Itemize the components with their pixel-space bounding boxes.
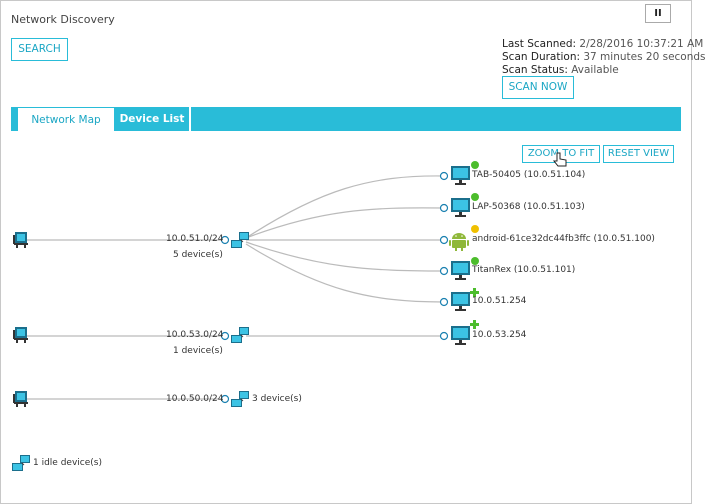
subnet-node-icon[interactable] (230, 390, 250, 408)
subnet-node-icon[interactable] (230, 326, 250, 344)
subnet-expand-toggle[interactable] (220, 394, 230, 404)
router-icon[interactable] (13, 327, 28, 343)
computer-icon[interactable] (451, 166, 470, 185)
device-toggle[interactable] (439, 266, 449, 276)
reset-view-button[interactable]: RESET VIEW (603, 145, 674, 163)
scan-duration: Scan Duration: 37 minutes 20 seconds (502, 51, 706, 63)
device-label[interactable]: LAP-50368 (10.0.51.103) (472, 202, 585, 212)
subnet-node-icon[interactable] (230, 231, 250, 249)
status-new-icon (470, 320, 479, 329)
subnet-device-count[interactable]: 3 device(s) (252, 394, 302, 404)
scan-status: Scan Status: Available (502, 64, 619, 76)
device-label[interactable]: 10.0.51.254 (472, 296, 527, 306)
device-toggle[interactable] (439, 297, 449, 307)
subnet-device-count[interactable]: 5 device(s) (173, 250, 223, 260)
pause-button[interactable]: II (645, 4, 671, 23)
status-new-icon (470, 288, 479, 297)
device-label[interactable]: TitanRex (10.0.51.101) (472, 265, 576, 275)
status-online-icon (471, 257, 479, 265)
scan-now-button[interactable]: SCAN NOW (502, 76, 574, 99)
subnet-label: 10.0.50.0/24 (166, 394, 224, 404)
tab-bar: Network Map Device List (11, 107, 681, 131)
last-scanned: Last Scanned: 2/28/2016 10:37:21 AM (502, 38, 704, 50)
status-online-icon (471, 193, 479, 201)
mouse-cursor-icon (552, 152, 567, 167)
subnet-device-count[interactable]: 1 device(s) (173, 346, 223, 356)
tab-device-list[interactable]: Device List (115, 107, 191, 131)
search-button[interactable]: SEARCH (11, 38, 68, 61)
page-title: Network Discovery (11, 13, 115, 26)
device-toggle[interactable] (439, 235, 449, 245)
subnet-label: 10.0.51.0/24 (166, 234, 224, 244)
device-toggle[interactable] (439, 331, 449, 341)
device-label[interactable]: 10.0.53.254 (472, 330, 527, 340)
map-links (22, 175, 444, 400)
device-toggle[interactable] (439, 171, 449, 181)
status-online-icon (471, 161, 479, 169)
subnet-expand-toggle[interactable] (220, 331, 230, 341)
computer-icon[interactable] (451, 292, 470, 311)
device-label[interactable]: android-61ce32dc44fb3ffc (10.0.51.100) (472, 234, 655, 244)
device-toggle[interactable] (439, 203, 449, 213)
idle-devices-label[interactable]: 1 idle device(s) (33, 458, 102, 468)
computer-icon[interactable] (451, 261, 470, 280)
android-icon[interactable] (449, 233, 469, 251)
router-icon[interactable] (13, 232, 28, 248)
status-warning-icon (471, 225, 479, 233)
computer-icon[interactable] (451, 326, 470, 345)
device-label[interactable]: TAB-50405 (10.0.51.104) (472, 170, 586, 180)
router-icon[interactable] (13, 391, 28, 407)
subnet-label: 10.0.53.0/24 (166, 330, 224, 340)
subnet-expand-toggle[interactable] (220, 235, 230, 245)
computer-icon[interactable] (451, 198, 470, 217)
idle-devices-icon[interactable] (11, 454, 31, 472)
tab-network-map[interactable]: Network Map (18, 107, 114, 131)
